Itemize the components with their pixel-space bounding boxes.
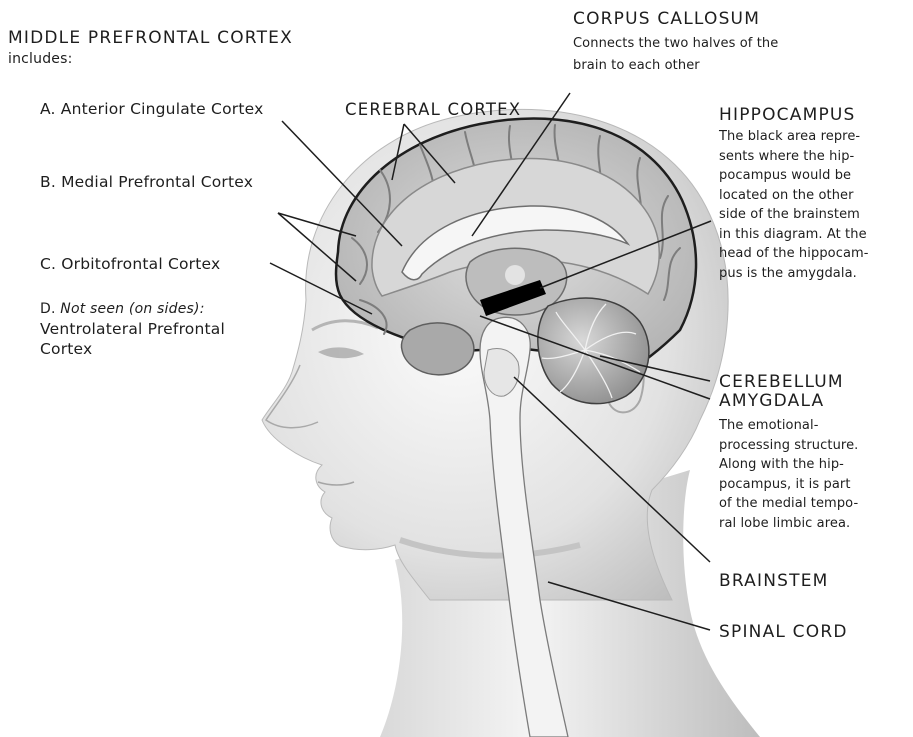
amygdala-line-4: pocampus, it is part — [719, 475, 858, 495]
cerebral-cortex-title: CEREBRAL CORTEX — [345, 100, 521, 120]
hippocampus-line-7: head of the hippocam- — [719, 244, 869, 264]
corpus-callosum-desc: Connects the two halves of the brain to … — [573, 33, 778, 77]
hippocampus-line-8: pus is the amygdala. — [719, 264, 869, 284]
item-d-line-2: Cortex — [40, 339, 225, 359]
corpus-callosum-line-2: brain to each other — [573, 55, 778, 77]
hippocampus-line-4: located on the other — [719, 186, 869, 206]
item-anterior-cingulate: A. Anterior Cingulate Cortex — [40, 99, 263, 119]
middle-pfc-title: MIDDLE PREFRONTAL CORTEX — [8, 28, 293, 48]
item-d-first-line: D. Not seen (on sides): — [40, 300, 225, 319]
amygdala-title: AMYGDALA — [719, 391, 824, 411]
hippocampus-line-6: in this diagram. At the — [719, 225, 869, 245]
amygdala-line-3: Along with the hip- — [719, 455, 858, 475]
corpus-callosum-title: CORPUS CALLOSUM — [573, 9, 760, 29]
corpus-callosum-line-1: Connects the two halves of the — [573, 33, 778, 55]
hippocampus-line-2: sents where the hip- — [719, 147, 869, 167]
amygdala-line-5: of the medial tempo- — [719, 494, 858, 514]
brainstem-title: BRAINSTEM — [719, 571, 829, 591]
item-ventrolateral: D. Not seen (on sides): Ventrolateral Pr… — [40, 300, 225, 359]
hippocampus-desc: The black area repre- sents where the hi… — [719, 127, 869, 283]
middle-pfc-subtitle: includes: — [8, 50, 73, 69]
amygdala-line-1: The emotional- — [719, 416, 858, 436]
amygdala-desc: The emotional- processing structure. Alo… — [719, 416, 858, 533]
cerebellum-title: CEREBELLUM — [719, 372, 844, 392]
hippocampus-title: HIPPOCAMPUS — [719, 105, 856, 125]
item-medial-pfc: B. Medial Prefrontal Cortex — [40, 172, 253, 192]
hippocampus-line-1: The black area repre- — [719, 127, 869, 147]
amygdala-line-2: processing structure. — [719, 436, 858, 456]
item-d-prefix: D. — [40, 301, 60, 317]
item-orbitofrontal: C. Orbitofrontal Cortex — [40, 254, 220, 274]
temporal-lobe-shape — [401, 323, 473, 375]
item-d-italic: Not seen (on sides): — [60, 301, 204, 317]
hippocampus-line-5: side of the brainstem — [719, 205, 869, 225]
item-d-line-1: Ventrolateral Prefrontal — [40, 319, 225, 339]
hippocampus-line-3: pocampus would be — [719, 166, 869, 186]
amygdala-line-6: ral lobe limbic area. — [719, 514, 858, 534]
spinal-cord-title: SPINAL CORD — [719, 622, 848, 642]
thalamus-highlight — [505, 265, 525, 285]
